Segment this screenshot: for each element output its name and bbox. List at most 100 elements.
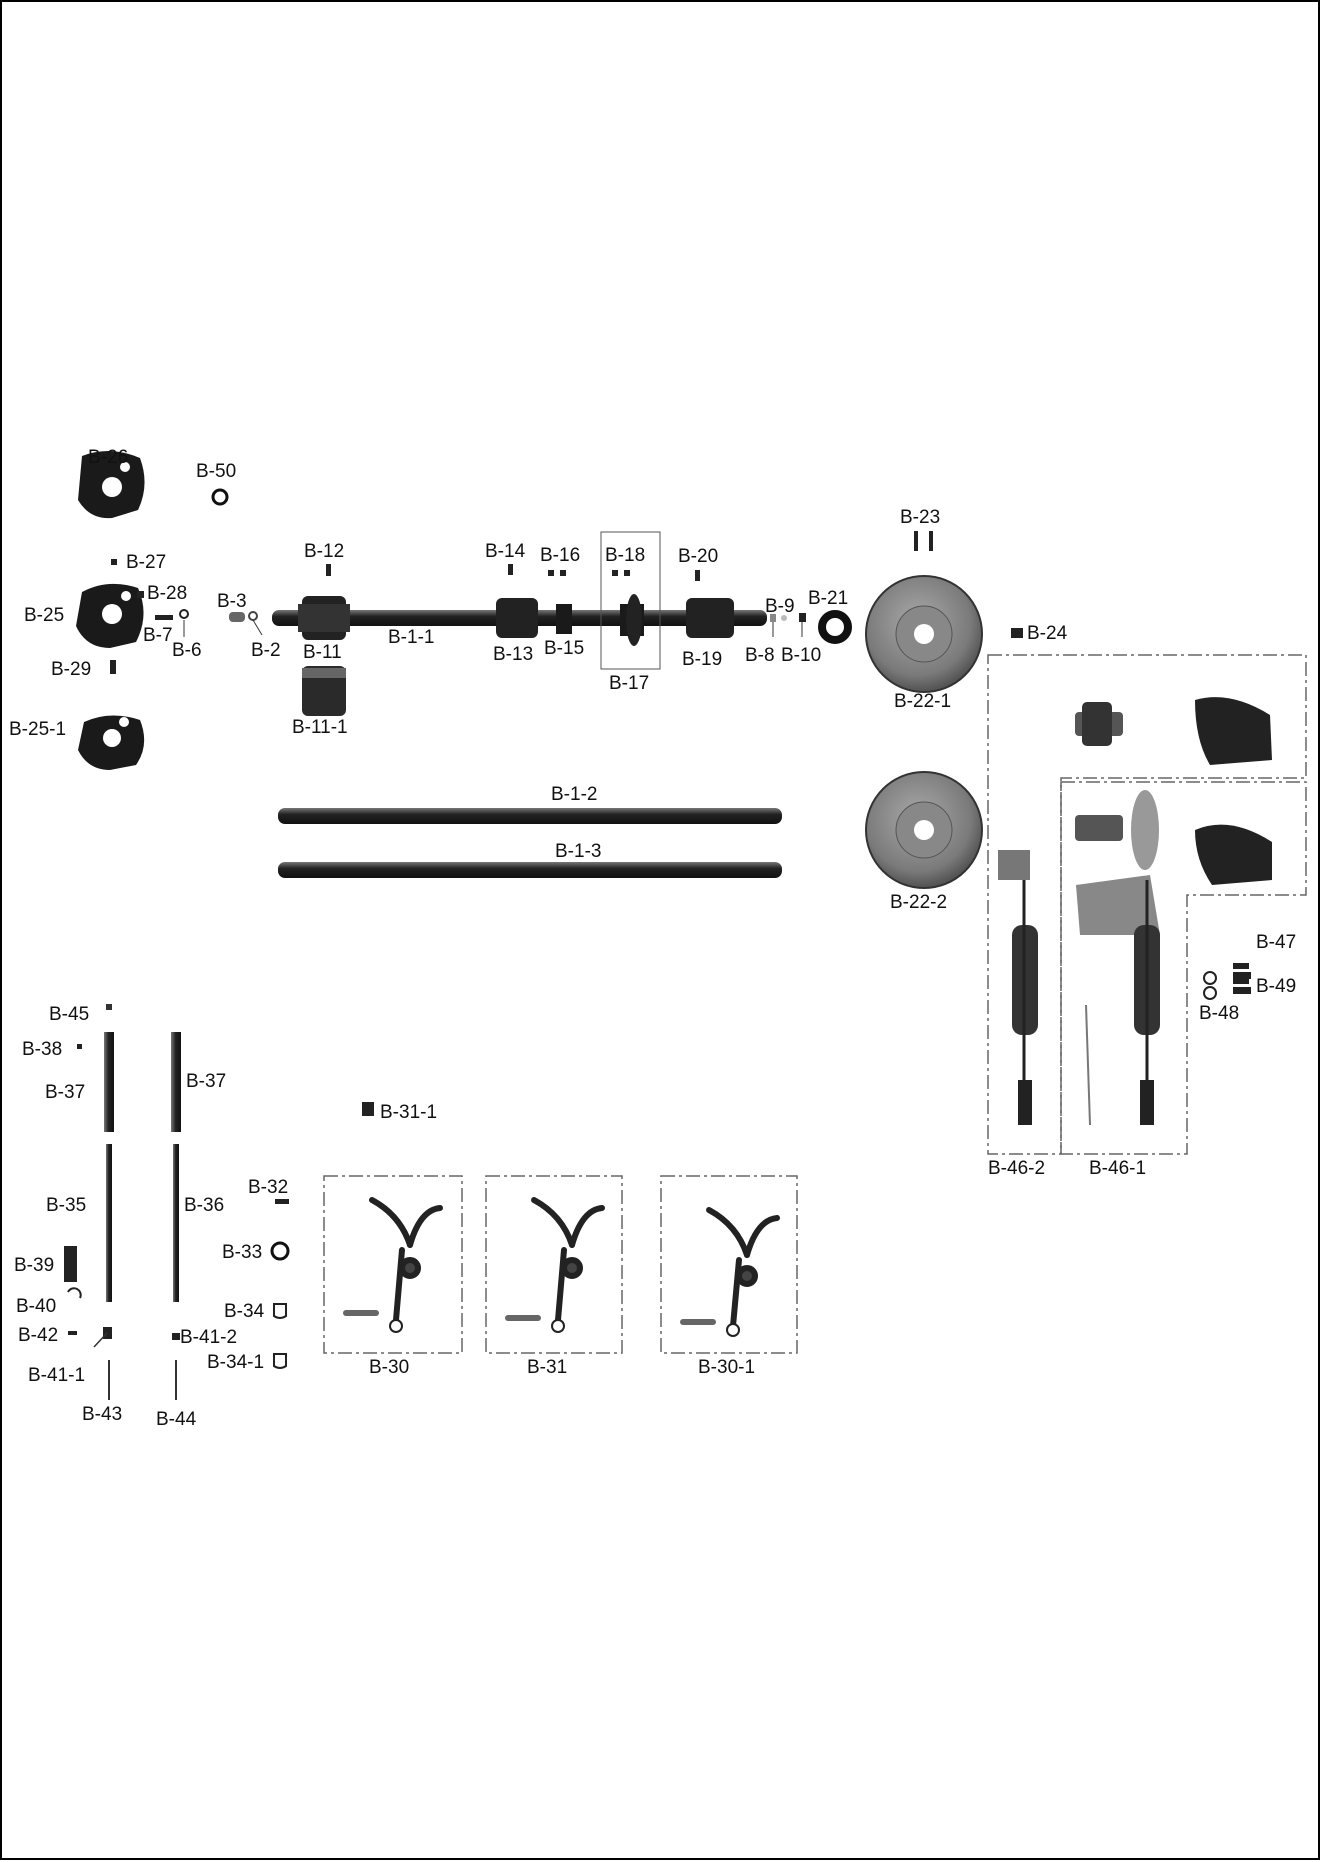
washer-b21 — [818, 610, 852, 644]
label-b11-1: B-11-1 — [292, 717, 348, 738]
label-b28: B-28 — [147, 583, 188, 604]
label-b43: B-43 — [82, 1404, 123, 1425]
part-b48b — [1203, 986, 1217, 1000]
label-b18: B-18 — [605, 545, 646, 566]
part-b38 — [77, 1044, 82, 1049]
part-b42 — [68, 1331, 77, 1335]
part-b6 — [179, 609, 189, 619]
part-b34 — [273, 1303, 287, 1319]
box-b31 — [485, 1175, 623, 1354]
label-b13: B-13 — [493, 644, 534, 665]
box-b46-2 — [987, 654, 1307, 1155]
part-b20 — [695, 570, 700, 581]
label-b2: B-2 — [251, 640, 281, 661]
label-b44: B-44 — [156, 1409, 197, 1430]
part-b39 — [64, 1246, 77, 1282]
label-b46-2: B-46-2 — [988, 1158, 1046, 1179]
label-b25-1: B-25-1 — [9, 719, 67, 740]
box-b30-1 — [660, 1175, 798, 1354]
label-b1-1: B-1-1 — [388, 627, 435, 648]
part-b16a — [548, 570, 554, 576]
box-b17 — [600, 531, 661, 670]
part-b41-1 — [103, 1327, 112, 1339]
part-b31-1 — [362, 1102, 374, 1116]
label-b45: B-45 — [49, 1004, 90, 1025]
label-b25: B-25 — [24, 605, 65, 626]
label-b11: B-11 — [303, 642, 342, 663]
label-b14: B-14 — [485, 541, 526, 562]
label-b22-2: B-22-2 — [890, 892, 948, 913]
part-b47b — [1233, 978, 1249, 984]
cover-b46-2 — [1195, 697, 1272, 765]
part-b3 — [229, 612, 245, 622]
disc-b46-1 — [1131, 790, 1159, 870]
cam-b26 — [78, 450, 145, 519]
coil-b46-2 — [1012, 880, 1038, 1125]
label-b19: B-19 — [682, 649, 723, 670]
rod-b35 — [106, 1144, 112, 1302]
label-b16: B-16 — [540, 545, 581, 566]
label-b22-1: B-22-1 — [894, 691, 952, 712]
coil-b46-1 — [1134, 880, 1160, 1125]
cam-b25-1 — [78, 715, 145, 770]
part-b18a — [612, 570, 618, 576]
part-b15 — [556, 604, 572, 634]
label-b33: B-33 — [222, 1242, 263, 1263]
cam-b25 — [76, 583, 144, 648]
box-b46-1 — [1060, 781, 1307, 1155]
part-b47a — [1233, 963, 1249, 969]
rod-b36 — [173, 1144, 179, 1302]
label-b37-right: B-37 — [186, 1071, 227, 1092]
collar-b13 — [496, 598, 538, 638]
bracket-b46-2 — [998, 850, 1030, 880]
label-b34-1: B-34-1 — [207, 1352, 265, 1373]
part-b23b — [929, 531, 933, 551]
label-b49: B-49 — [1256, 976, 1297, 997]
rod-b1-2 — [278, 808, 782, 824]
label-b3: B-3 — [217, 591, 247, 612]
label-b35: B-35 — [46, 1195, 87, 1216]
label-b50: B-50 — [196, 461, 237, 482]
label-b30: B-30 — [369, 1357, 410, 1378]
label-b9: B-9 — [765, 596, 795, 617]
part-b40 — [67, 1287, 82, 1299]
label-b34: B-34 — [224, 1301, 265, 1322]
part-b28 — [137, 591, 144, 598]
label-b32: B-32 — [248, 1177, 289, 1198]
label-b20: B-20 — [678, 546, 719, 567]
label-b17: B-17 — [609, 673, 650, 694]
label-b21: B-21 — [808, 588, 849, 609]
part-b14 — [508, 564, 513, 575]
label-b31-1: B-31-1 — [380, 1102, 438, 1123]
label-b12: B-12 — [304, 541, 345, 562]
label-b15: B-15 — [544, 638, 585, 659]
label-b40: B-40 — [16, 1296, 57, 1317]
bushing-b11-1 — [302, 666, 346, 716]
part-b12 — [326, 564, 331, 576]
label-b10: B-10 — [781, 645, 822, 666]
part-b24 — [1011, 628, 1023, 638]
part-b34-1 — [273, 1353, 287, 1369]
part-b16b — [560, 570, 566, 576]
label-b26: B-26 — [88, 447, 129, 468]
part-b49b — [1233, 987, 1251, 994]
part-b41-2 — [172, 1333, 180, 1340]
rod-b37b — [171, 1032, 181, 1132]
part-b32 — [275, 1199, 289, 1204]
label-b30-1: B-30-1 — [698, 1357, 756, 1378]
lever-b30 — [343, 1197, 443, 1333]
cover-b46-1 — [1195, 824, 1272, 885]
label-b46-1: B-46-1 — [1089, 1158, 1147, 1179]
box-b30 — [323, 1175, 463, 1354]
label-b31: B-31 — [527, 1357, 568, 1378]
label-b6: B-6 — [172, 640, 202, 661]
label-b47: B-47 — [1256, 932, 1297, 953]
bracket-b46-1 — [1076, 875, 1160, 935]
label-b29: B-29 — [51, 659, 92, 680]
rod-b37a — [104, 1032, 114, 1132]
label-b42: B-42 — [18, 1325, 59, 1346]
lever-b30-1 — [680, 1207, 780, 1337]
part-b18b — [624, 570, 630, 576]
